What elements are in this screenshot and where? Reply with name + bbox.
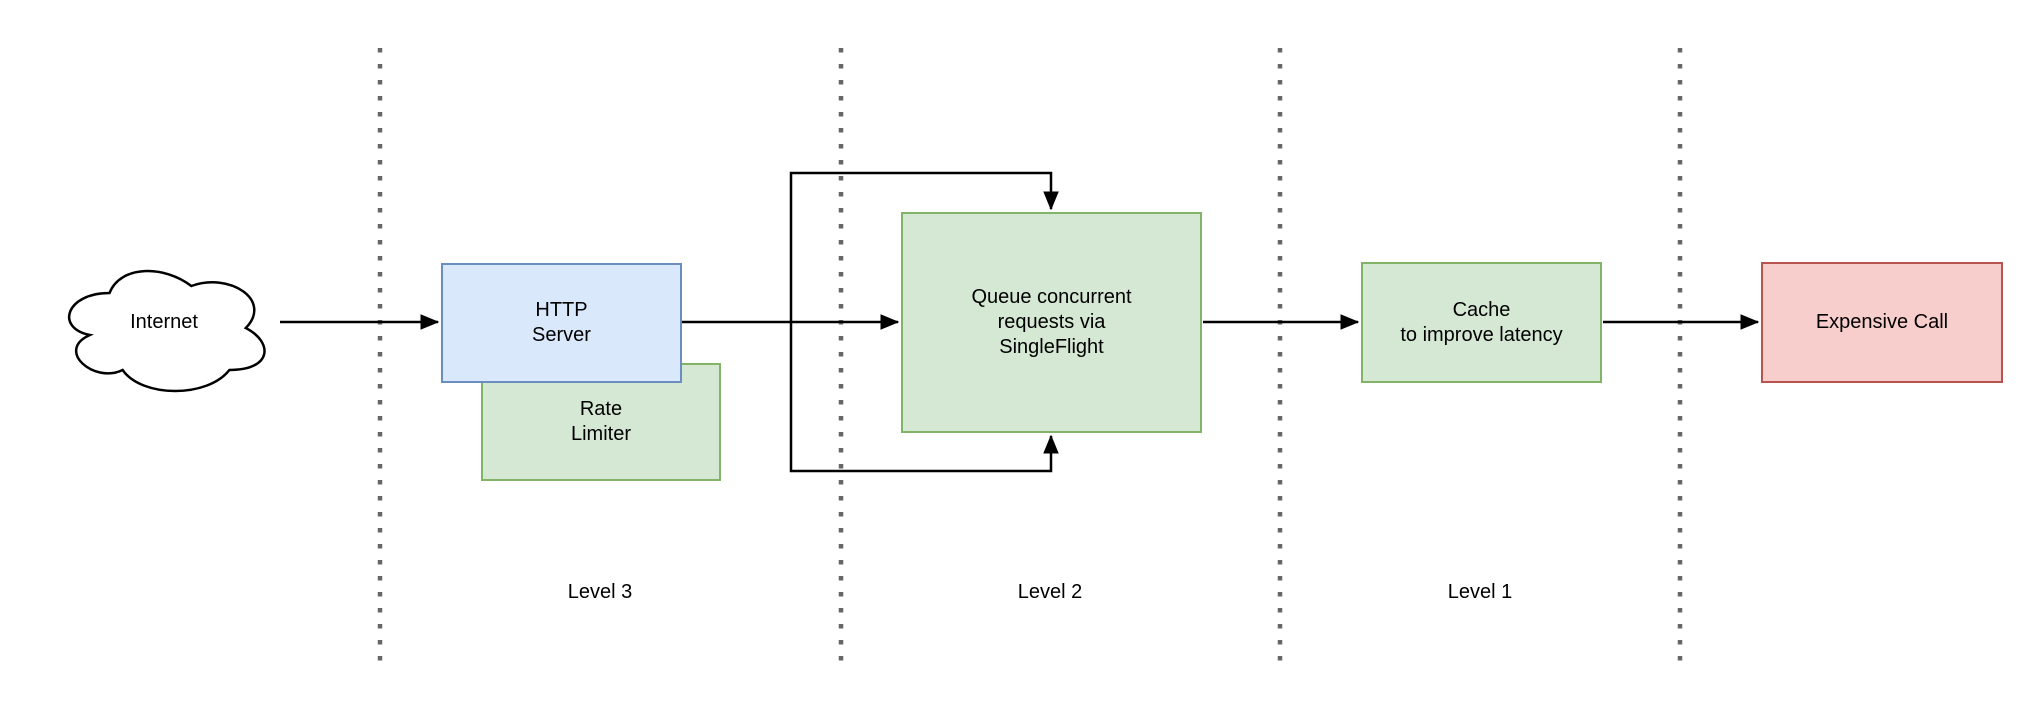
node-http-server-label: HTTP Server (532, 299, 591, 346)
node-cache-label: Cache to improve latency (1400, 298, 1563, 346)
lane-label-level-1: Level 1 (1447, 581, 1513, 603)
arrow-loop-bottom-into-queue (789, 322, 1059, 473)
node-rate-limiter-label: Rate Limiter (570, 398, 631, 445)
lane-dividers (377, 48, 1683, 662)
node-cache: Cache to improve latency (1361, 262, 1602, 383)
node-expensive-call: Expensive Call (1761, 262, 2003, 383)
lane-label-level-3: Level 3 (567, 581, 633, 603)
internet-cloud-shape (68, 269, 266, 393)
flow-arrows (280, 171, 1760, 473)
node-queue-singleflight-label: Queue concurrent requests via SingleFlig… (971, 286, 1132, 358)
node-expensive-call-label: Expensive Call (1815, 311, 1949, 333)
internet-cloud-label: Internet (130, 310, 198, 333)
arrow-loop-top-into-queue (789, 171, 1059, 322)
node-http-server: HTTP Server (441, 263, 682, 383)
node-queue-singleflight: Queue concurrent requests via SingleFlig… (901, 212, 1202, 433)
lane-label-level-2: Level 2 (1017, 581, 1083, 603)
